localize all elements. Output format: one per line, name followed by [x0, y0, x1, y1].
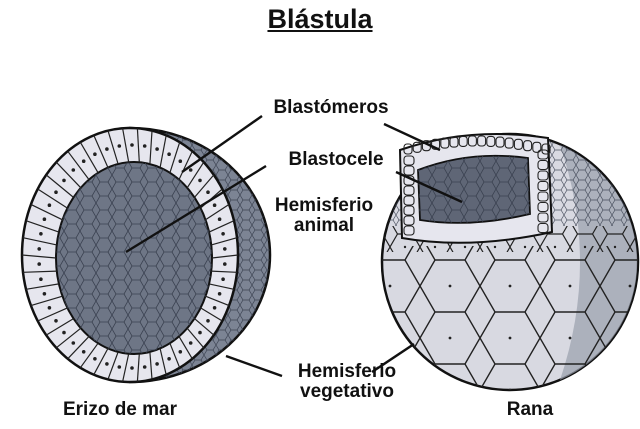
label-vegetal-hemisphere-line1: Hemisferio — [297, 361, 397, 382]
label-animal-hemisphere-line2: animal — [293, 215, 355, 236]
label-animal-hemisphere-line1: Hemisferio — [274, 195, 374, 216]
sea-urchin-blastula — [20, 126, 272, 384]
label-vegetal-hemisphere: Hemisferio vegetativo — [262, 362, 432, 402]
label-blastomeres: Blastómeros — [273, 97, 389, 118]
label-vegetal-hemisphere-line2: vegetativo — [300, 381, 394, 402]
frog-blastula — [380, 132, 640, 392]
label-blastocoel: Blastocele — [288, 149, 384, 170]
leader-lines — [125, 115, 463, 378]
diagram-title: Blástula — [267, 4, 373, 34]
caption-frog: Rana — [506, 399, 554, 420]
label-animal-hemisphere: Hemisferio animal — [256, 196, 392, 236]
caption-sea-urchin: Erizo de mar — [62, 399, 178, 420]
